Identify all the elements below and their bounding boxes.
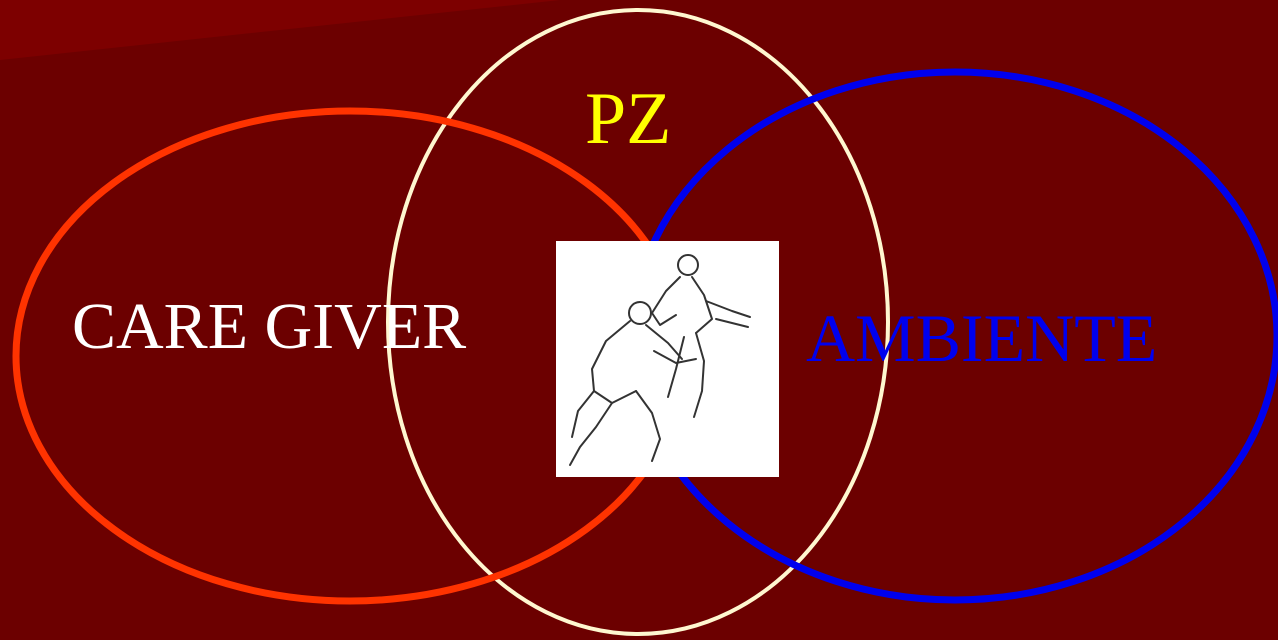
care-giver-label: CARE GIVER [72,294,466,360]
ambiente-label: AMBIENTE [806,304,1157,372]
background-accent [0,0,560,60]
pz-label: PZ [585,82,671,156]
caregiver-drawing [556,241,779,477]
caregiver-lifting-patient-icon [556,241,779,477]
